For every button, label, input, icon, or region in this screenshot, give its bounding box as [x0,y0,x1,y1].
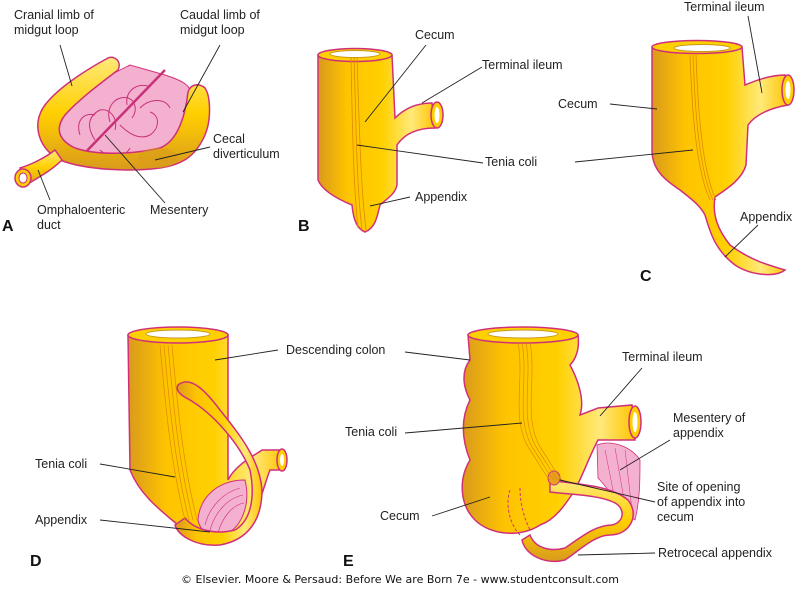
label-line: Omphaloenteric [37,203,126,217]
panel-b-cecum [317,44,484,233]
retrocecal-appendix [521,479,634,562]
panel-letter-d: D [30,553,42,570]
label-terminal-ileum-b: Terminal ileum [482,58,563,72]
label-mesentery: Mesentery [150,203,209,217]
label-omphaloenteric-duct: Omphaloenteric duct [37,203,125,233]
hidden-appendix-dashed [507,487,531,536]
label-cecum-b: Cecum [415,28,455,42]
panel-c-cecum [574,15,795,276]
cecum-body [317,54,436,233]
label-cecum-c: Cecum [558,97,598,111]
label-mesentery-of-appendix: Mesentery of appendix [673,411,745,441]
label-site-of-opening: Site of opening of appendix into cecum [657,480,745,525]
panel-letter-a: A [2,218,14,235]
label-line: diverticulum [213,147,280,161]
label-tenia-coli-e: Tenia coli [345,425,398,439]
panel-letter-c: C [640,268,652,285]
label-line: duct [37,218,61,232]
label-appendix-c: Appendix [740,210,793,224]
label-tenia-coli-d: Tenia coli [35,457,88,471]
cecum-body [651,46,789,276]
label-line: Site of opening [657,480,741,494]
label-descending-colon: Descending colon [286,343,386,357]
label-line: Caudal limb of [180,8,260,22]
colon-body [461,334,636,534]
label-terminal-ileum-e: Terminal ileum [622,350,703,364]
label-line: midgut loop [180,23,245,37]
panel-letter-b: B [298,218,310,235]
label-appendix-b: Appendix [415,190,468,204]
label-terminal-ileum-c: Terminal ileum [684,0,765,14]
label-line: of appendix into [657,495,746,509]
mesoappendix [596,442,641,521]
label-appendix-d: Appendix [35,513,88,527]
label-retrocecal-appendix: Retrocecal appendix [658,546,772,560]
mesentery-vessel [77,69,166,161]
cecal-diverticulum [138,148,178,168]
label-cranial-limb: Cranial limb of midgut loop [14,8,94,38]
label-line: cecum [657,510,694,524]
copyright-footer: © Elsevier. Moore & Persaud: Before We a… [181,573,619,586]
appendix-opening-site [547,470,561,486]
tenia-coli-bands [159,344,198,521]
panel-d-colon [99,326,288,546]
tenia-coli-bands [350,57,367,231]
label-line: Mesentery of [673,411,746,425]
panel-a-midgut-loop [14,44,221,204]
tenia-coli-bands [517,342,563,481]
label-cecum-e: Cecum [380,509,420,523]
label-cecal-diverticulum: Cecal diverticulum [213,132,280,162]
label-line: appendix [673,426,724,440]
label-caudal-limb: Caudal limb of midgut loop [180,8,260,38]
panel-letter-e: E [343,553,354,570]
label-line: Cranial limb of [14,8,94,22]
label-line: Cecal [213,132,245,146]
tenia-coli-bands [689,54,717,201]
panel-e-colon [404,326,671,562]
label-line: midgut loop [14,23,79,37]
label-tenia-coli-bc: Tenia coli [485,155,538,169]
